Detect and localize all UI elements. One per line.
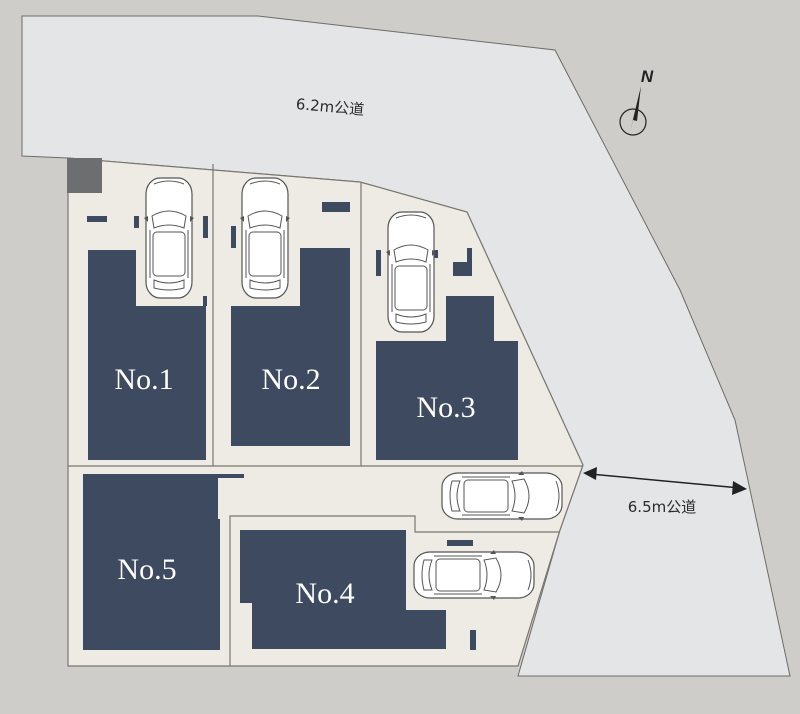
lot-label-1: No.1 <box>114 363 173 396</box>
small-marks <box>87 202 476 650</box>
building-lot-4 <box>240 530 446 649</box>
lot-boundaries <box>68 164 583 666</box>
road-width-arrow <box>583 467 747 495</box>
car-east-lower <box>413 549 535 601</box>
corner-block <box>67 158 102 193</box>
lot-label-5: No.5 <box>117 553 176 586</box>
buildings <box>83 248 518 650</box>
north-road-label: 6.2m公道 <box>295 95 365 119</box>
lot-label-2: No.2 <box>261 363 320 396</box>
car-lot-2 <box>239 177 291 299</box>
lot-label-3: No.3 <box>416 391 475 424</box>
building-lot-1 <box>88 250 206 460</box>
compass-circle <box>619 108 647 136</box>
building-lot-2 <box>231 248 350 446</box>
compass: N <box>619 67 654 136</box>
lot-label-4: No.4 <box>295 577 354 610</box>
building-lot-5 <box>83 474 244 650</box>
east-road-label: 6.5m公道 <box>628 498 696 516</box>
car-east-upper <box>441 470 563 522</box>
compass-arrow-icon <box>630 86 641 132</box>
north-label: N <box>641 67 654 86</box>
car-lot-1 <box>143 177 195 299</box>
car-lot-3 <box>385 211 437 333</box>
building-lot-3 <box>376 296 518 460</box>
